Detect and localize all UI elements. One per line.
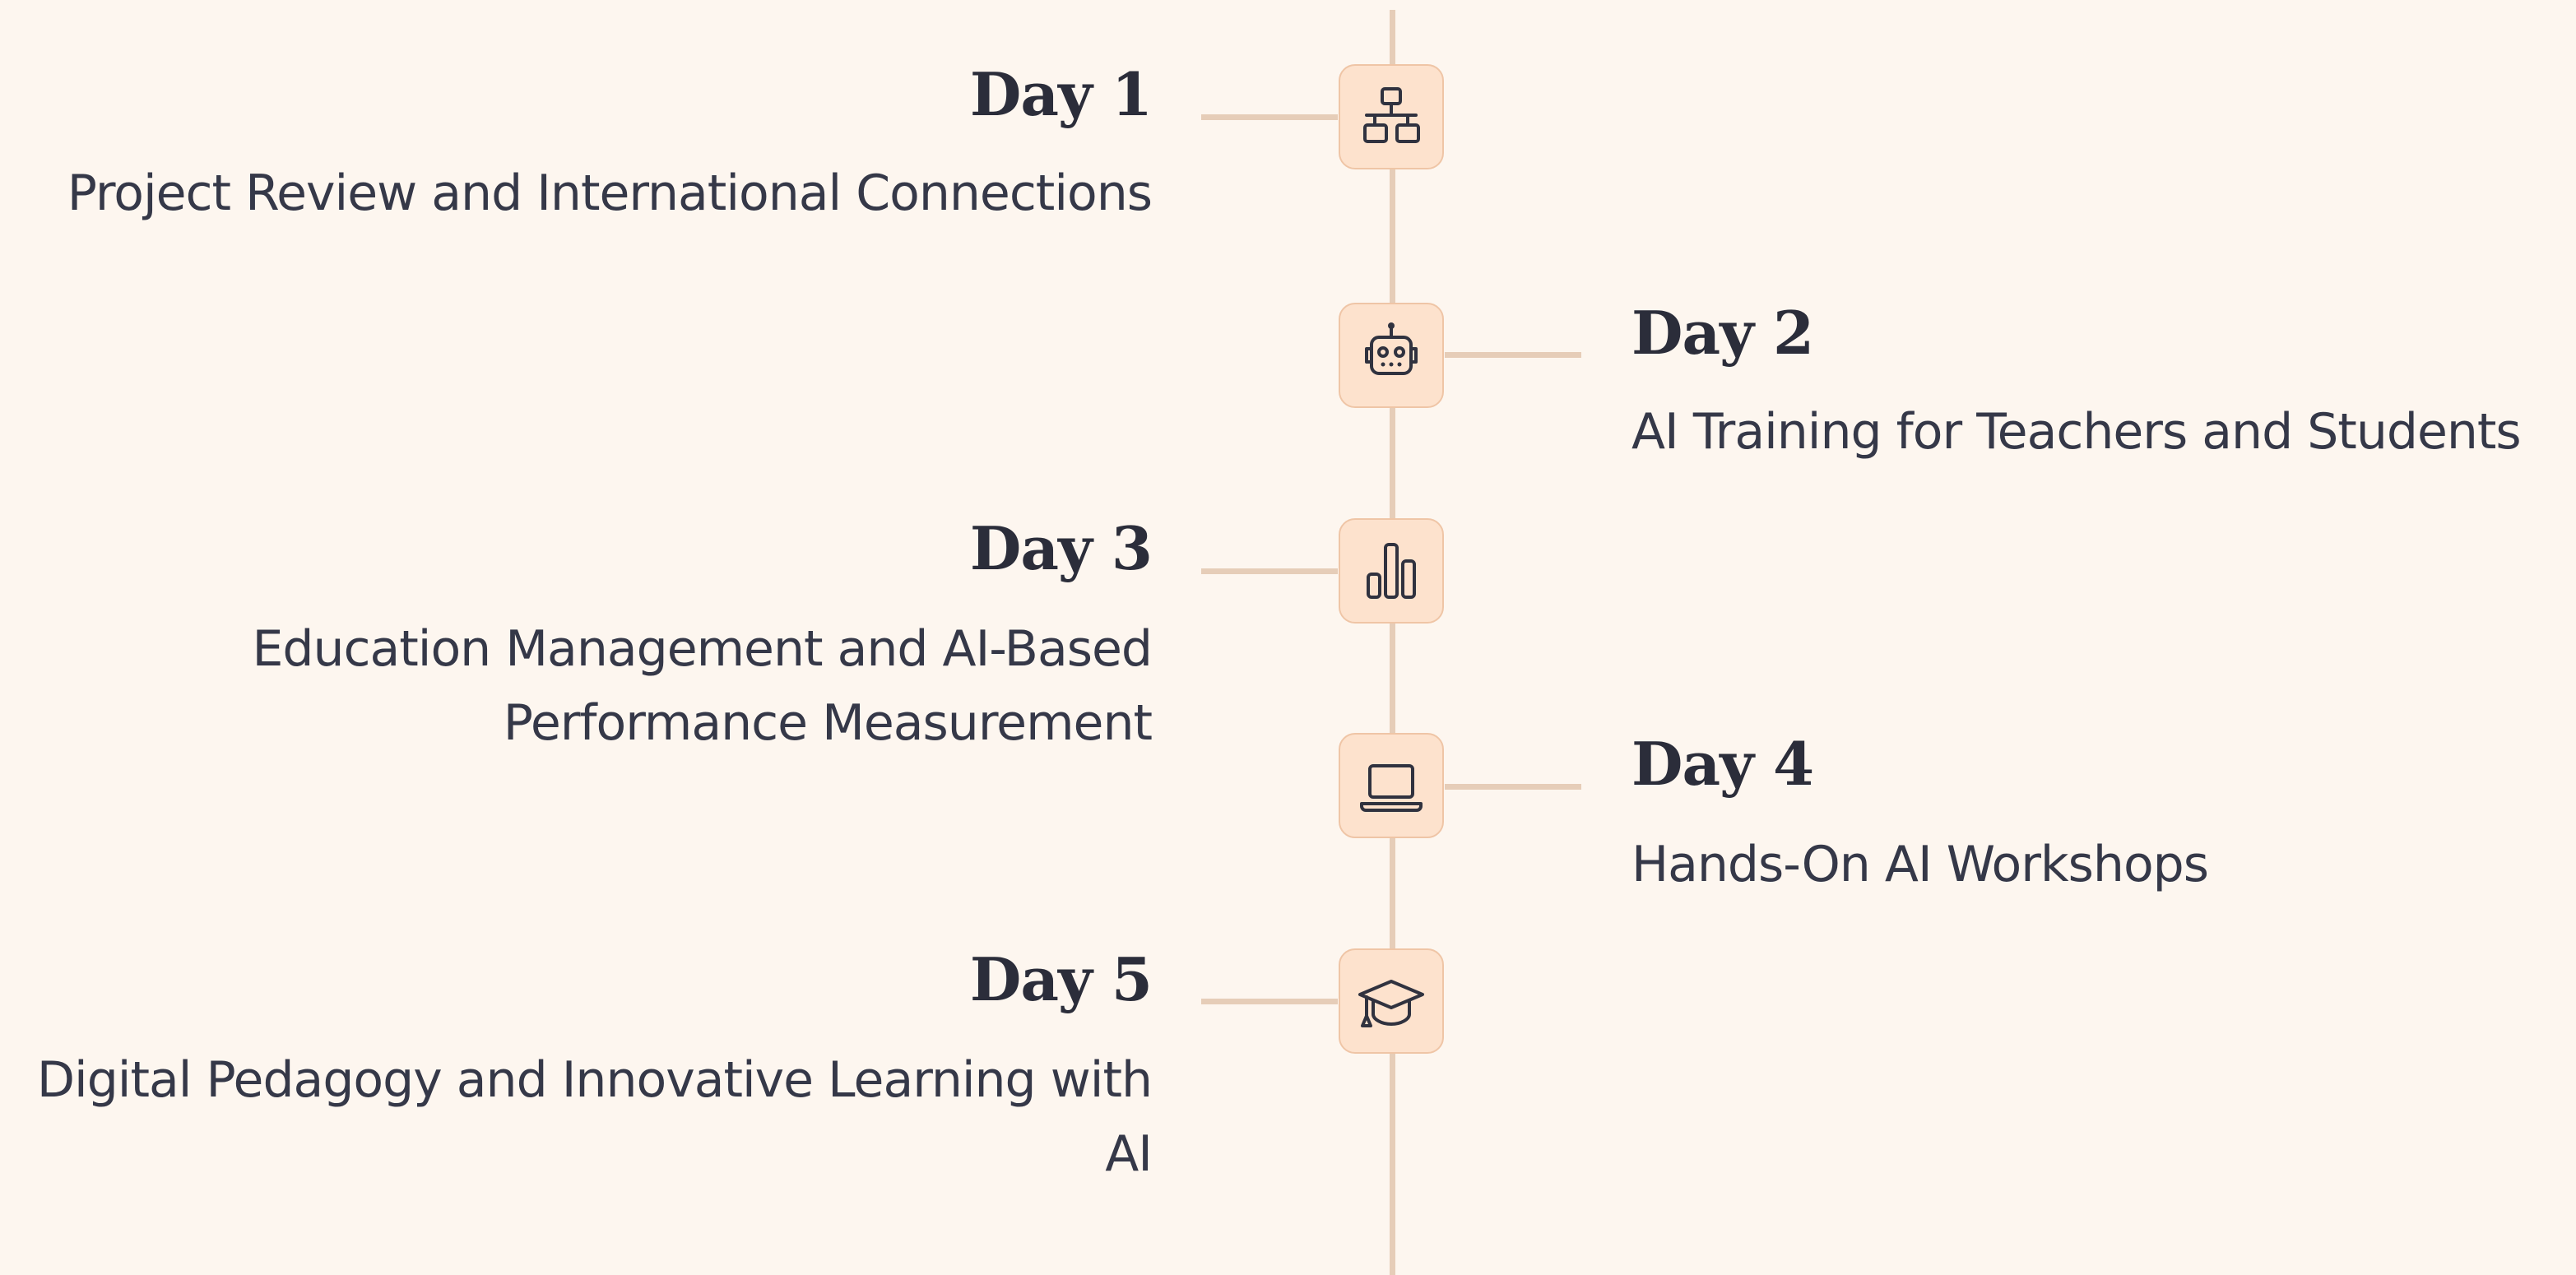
node-day-5 [1339, 948, 1444, 1054]
timeline-spine [1390, 10, 1395, 1275]
graduation-cap-icon [1358, 980, 1424, 1027]
day-label-1: Day 1 [969, 59, 1153, 129]
connector-day-5 [1201, 999, 1338, 1004]
day-description-2: AI Training for Teachers and Students [1631, 403, 2522, 461]
connector-day-1 [1201, 114, 1338, 120]
day-label-5: Day 5 [969, 944, 1153, 1014]
day-description-1: Project Review and International Connect… [67, 165, 1153, 222]
network-icon [1363, 87, 1420, 143]
day-label-4: Day 4 [1631, 729, 1814, 799]
node-day-2 [1339, 303, 1444, 408]
day-description-4: Hands-On AI Workshops [1631, 836, 2209, 893]
day-label-2: Day 2 [1631, 298, 1814, 368]
node-day-1 [1339, 64, 1444, 169]
bar-chart-icon [1367, 543, 1416, 599]
laptop-icon [1360, 764, 1423, 812]
robot-icon [1365, 322, 1418, 375]
node-day-3 [1339, 518, 1444, 624]
node-day-4 [1339, 733, 1444, 838]
day-description-3: Education Management and AI-Based Perfor… [252, 620, 1153, 752]
connector-day-3 [1201, 568, 1338, 574]
connector-day-4 [1445, 784, 1581, 790]
connector-day-2 [1445, 352, 1581, 358]
day-label-3: Day 3 [969, 513, 1153, 583]
day-description-5: Digital Pedagogy and Innovative Learning… [36, 1051, 1153, 1183]
